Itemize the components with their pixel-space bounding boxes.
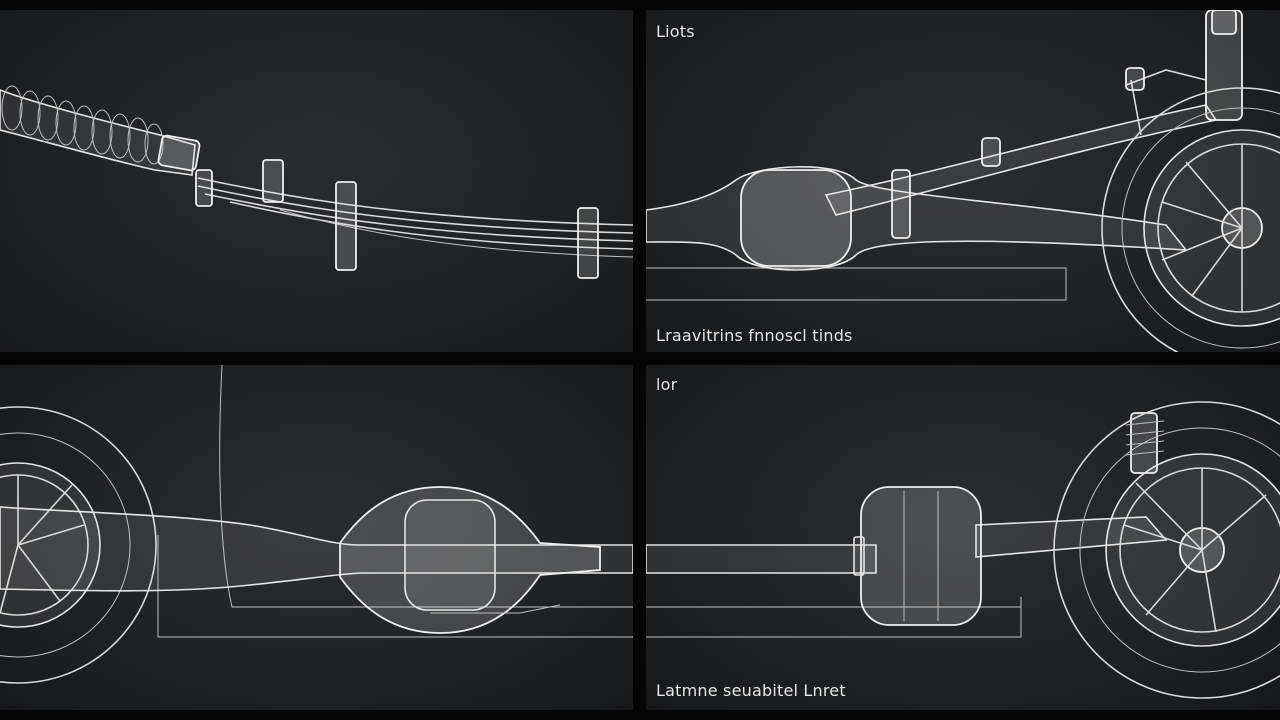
- axle-top-drawing: [646, 10, 1280, 352]
- panel-title: lor: [656, 375, 678, 394]
- panel-axle-top: Liots Lraavitrins fnnoscl tinds: [646, 10, 1280, 352]
- leaf-clamps: [195, 159, 599, 279]
- leaf-spring-drawing: [0, 85, 633, 279]
- coil-spring: [0, 85, 201, 176]
- differential-drawing: [0, 365, 633, 684]
- wheel: [1101, 87, 1280, 352]
- panel-caption: Lraavitrins fnnoscl tinds: [656, 326, 853, 345]
- panel-axle-bottom: lor Latmne seuabitel Lnret: [646, 365, 1280, 710]
- axle-bottom-drawing: [646, 401, 1280, 699]
- panel-caption: Latmne seuabitel Lnret: [656, 681, 846, 700]
- wheel: [1053, 401, 1280, 699]
- panel-title: Liots: [656, 22, 695, 41]
- panel-leaf-spring: [0, 10, 633, 352]
- wheel: [0, 406, 157, 684]
- panel-differential: [0, 365, 633, 710]
- leaf-stack: [197, 177, 633, 258]
